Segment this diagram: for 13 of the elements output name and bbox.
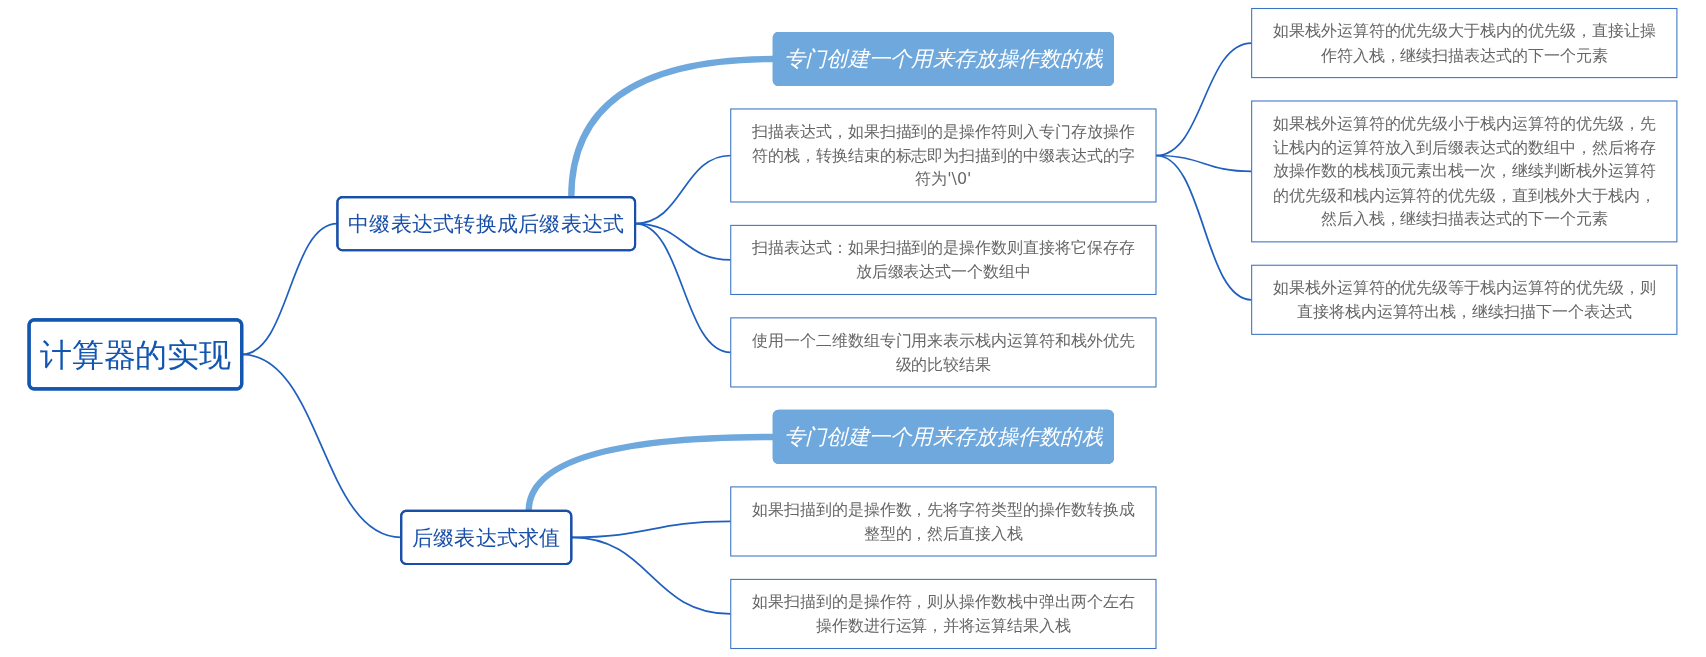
central-topic-box: 计算器的实现 xyxy=(27,318,244,391)
note-box: 如果栈外运算符的优先级小于栈内运算符的优先级，先让栈内的运算符放入到后缀表达式的数组中，然后将存放操作数的栈栈顶元素出栈一次，继续判断栈外运算符的优先级和栈内运算符的优先级，直到栈外大于栈内，然后入栈，继续扫描表达式的下一个元素 xyxy=(1251,100,1678,243)
connector-line xyxy=(568,55,774,198)
connector-line xyxy=(525,433,774,512)
note-box: 如果栈外运算符的优先级大于栈内的优先级，直接让操作符入栈，继续扫描表达式的下一个元素 xyxy=(1251,7,1678,79)
topic-box: 中缀表达式转换成后缀表达式 xyxy=(336,196,637,252)
note-box: 使用一个二维数组专门用来表示栈内运算符和栈外优先级的比较结果 xyxy=(730,317,1157,388)
note-box: 如果扫描到的是操作数，先将字符类型的操作数转换成整型的，然后直接入栈 xyxy=(730,486,1157,557)
note-box: 如果扫描到的是操作符，则从操作数栈中弹出两个左右操作数进行运算，并将运算结果入栈 xyxy=(730,578,1157,650)
note-box: 扫描表达式：如果扫描到的是操作数则直接将它保存存放后缀表达式一个数组中 xyxy=(730,224,1157,295)
topic-box: 后缀表达式求值 xyxy=(400,509,573,566)
note-box: 如果栈外运算符的优先级等于栈内运算符的优先级，则直接将栈内运算符出栈，继续扫描下一个表达式 xyxy=(1251,264,1678,335)
note-box: 扫描表达式，如果扫描到的是操作符则入专门存放操作符的栈，转换结束的标志即为扫描到的中缀表达式的字符为'\0' xyxy=(730,108,1157,203)
